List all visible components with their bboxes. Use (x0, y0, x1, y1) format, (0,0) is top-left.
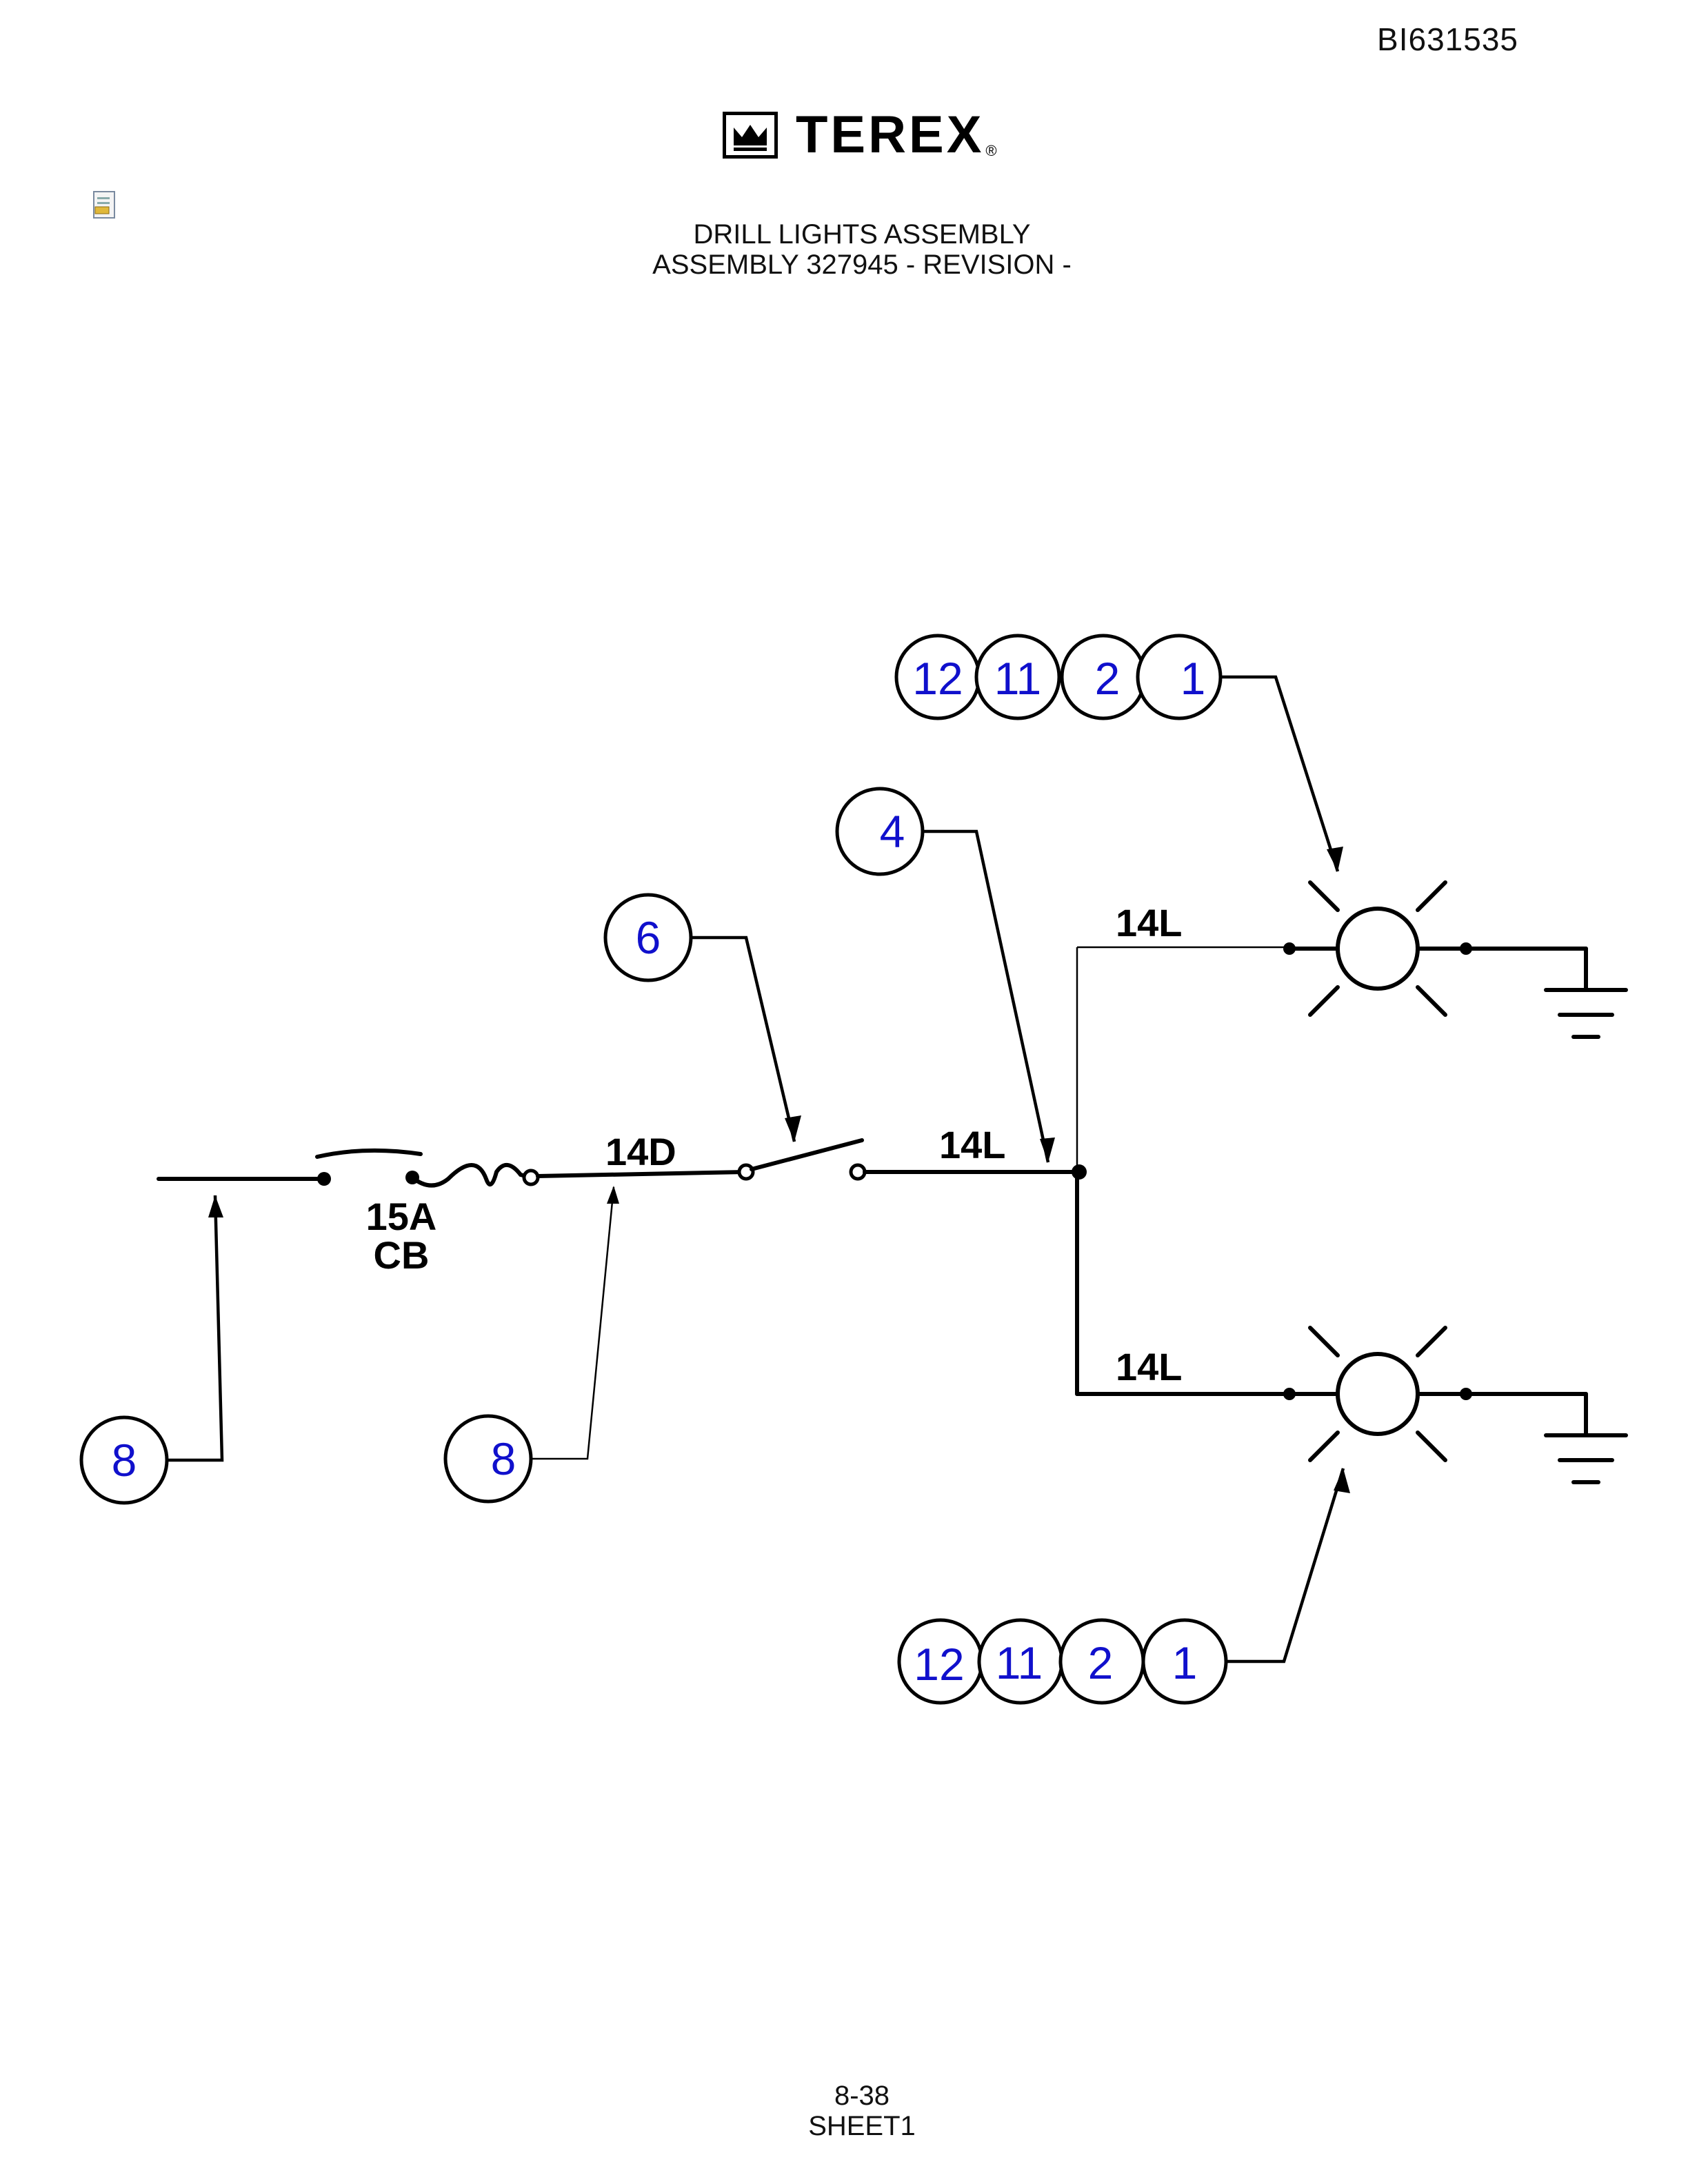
leader-input-mid (531, 1186, 615, 1460)
leader-switch-arrow (785, 1115, 801, 1142)
leader-upper-group (1220, 675, 1340, 872)
document-id: BI631535 (1377, 21, 1518, 57)
balloon-input-left-label: 8 (112, 1435, 137, 1486)
balloon-input-mid: 8 (443, 1414, 533, 1504)
switch-blade (750, 1138, 864, 1171)
wire-label-14l-lower: 14L (1116, 1345, 1183, 1388)
lower-lamp-icon (1308, 1326, 1447, 1462)
leader-lower-group (1226, 1468, 1345, 1664)
leader-input-mid-arrow (607, 1186, 619, 1204)
wire-label-14l-main: 14L (939, 1123, 1006, 1166)
registered-mark: ® (985, 142, 997, 159)
balloon-input-mid-label: 8 (491, 1433, 516, 1484)
breaker-rating-label: 15A (366, 1195, 437, 1238)
wire-label-14l-upper: 14L (1116, 901, 1183, 944)
balloon-group-upper: 12 11 2 1 (894, 634, 1223, 720)
brand-name: TEREX (796, 105, 985, 164)
title-line-1: DRILL LIGHTS ASSEMBLY (693, 219, 1031, 250)
balloon-input-left: 8 (79, 1415, 169, 1505)
balloon-switch: 6 (603, 893, 693, 982)
balloon-group-lower: 12 11 2 1 (897, 1618, 1228, 1705)
balloon-upper-11: 11 (994, 653, 1042, 704)
breaker-terminal-left (317, 1172, 331, 1186)
upper-ground-icon (1544, 947, 1628, 1039)
upper-ground-terminal (1460, 942, 1472, 955)
switch-terminal-in (737, 1163, 755, 1181)
balloon-lower-1: 1 (1172, 1637, 1198, 1688)
leader-input-left (167, 1195, 224, 1462)
balloon-upper-1: 1 (1180, 653, 1206, 704)
terex-logo: TEREX ® (723, 105, 997, 164)
leader-input-left-arrow (208, 1195, 223, 1217)
balloon-junction-label: 4 (880, 806, 905, 857)
balloon-lower-11: 11 (996, 1637, 1043, 1688)
wire-14d (536, 1170, 747, 1178)
lower-ground-icon (1544, 1392, 1628, 1484)
leader-junction (921, 829, 1050, 1163)
page-number: 8-38 (834, 2081, 890, 2111)
balloon-lower-12: 12 (914, 1639, 964, 1690)
breaker-terminal-out (522, 1169, 540, 1186)
document-icon[interactable] (91, 190, 119, 221)
breaker-thermal-element (410, 1163, 533, 1188)
balloon-upper-12: 12 (912, 653, 963, 704)
leader-lower-group-arrow (1334, 1468, 1350, 1493)
breaker-contact (315, 1148, 423, 1159)
leader-upper-group-arrow (1327, 847, 1343, 871)
wire-label-14d: 14D (605, 1130, 676, 1173)
lower-ground-terminal (1460, 1388, 1472, 1400)
title-line-2: ASSEMBLY 327945 - REVISION - (652, 250, 1072, 280)
leader-switch (691, 936, 796, 1142)
terex-crown-icon (723, 112, 778, 159)
leader-junction-arrow (1040, 1138, 1055, 1162)
sheet-number: SHEET1 (808, 2111, 916, 2141)
balloon-switch-label: 6 (636, 912, 661, 963)
balloon-upper-2: 2 (1095, 653, 1121, 704)
upper-lamp-icon (1308, 880, 1447, 1017)
breaker-type-label: CB (374, 1233, 430, 1277)
balloon-lower-2: 2 (1088, 1637, 1114, 1688)
balloon-junction: 4 (835, 787, 925, 876)
